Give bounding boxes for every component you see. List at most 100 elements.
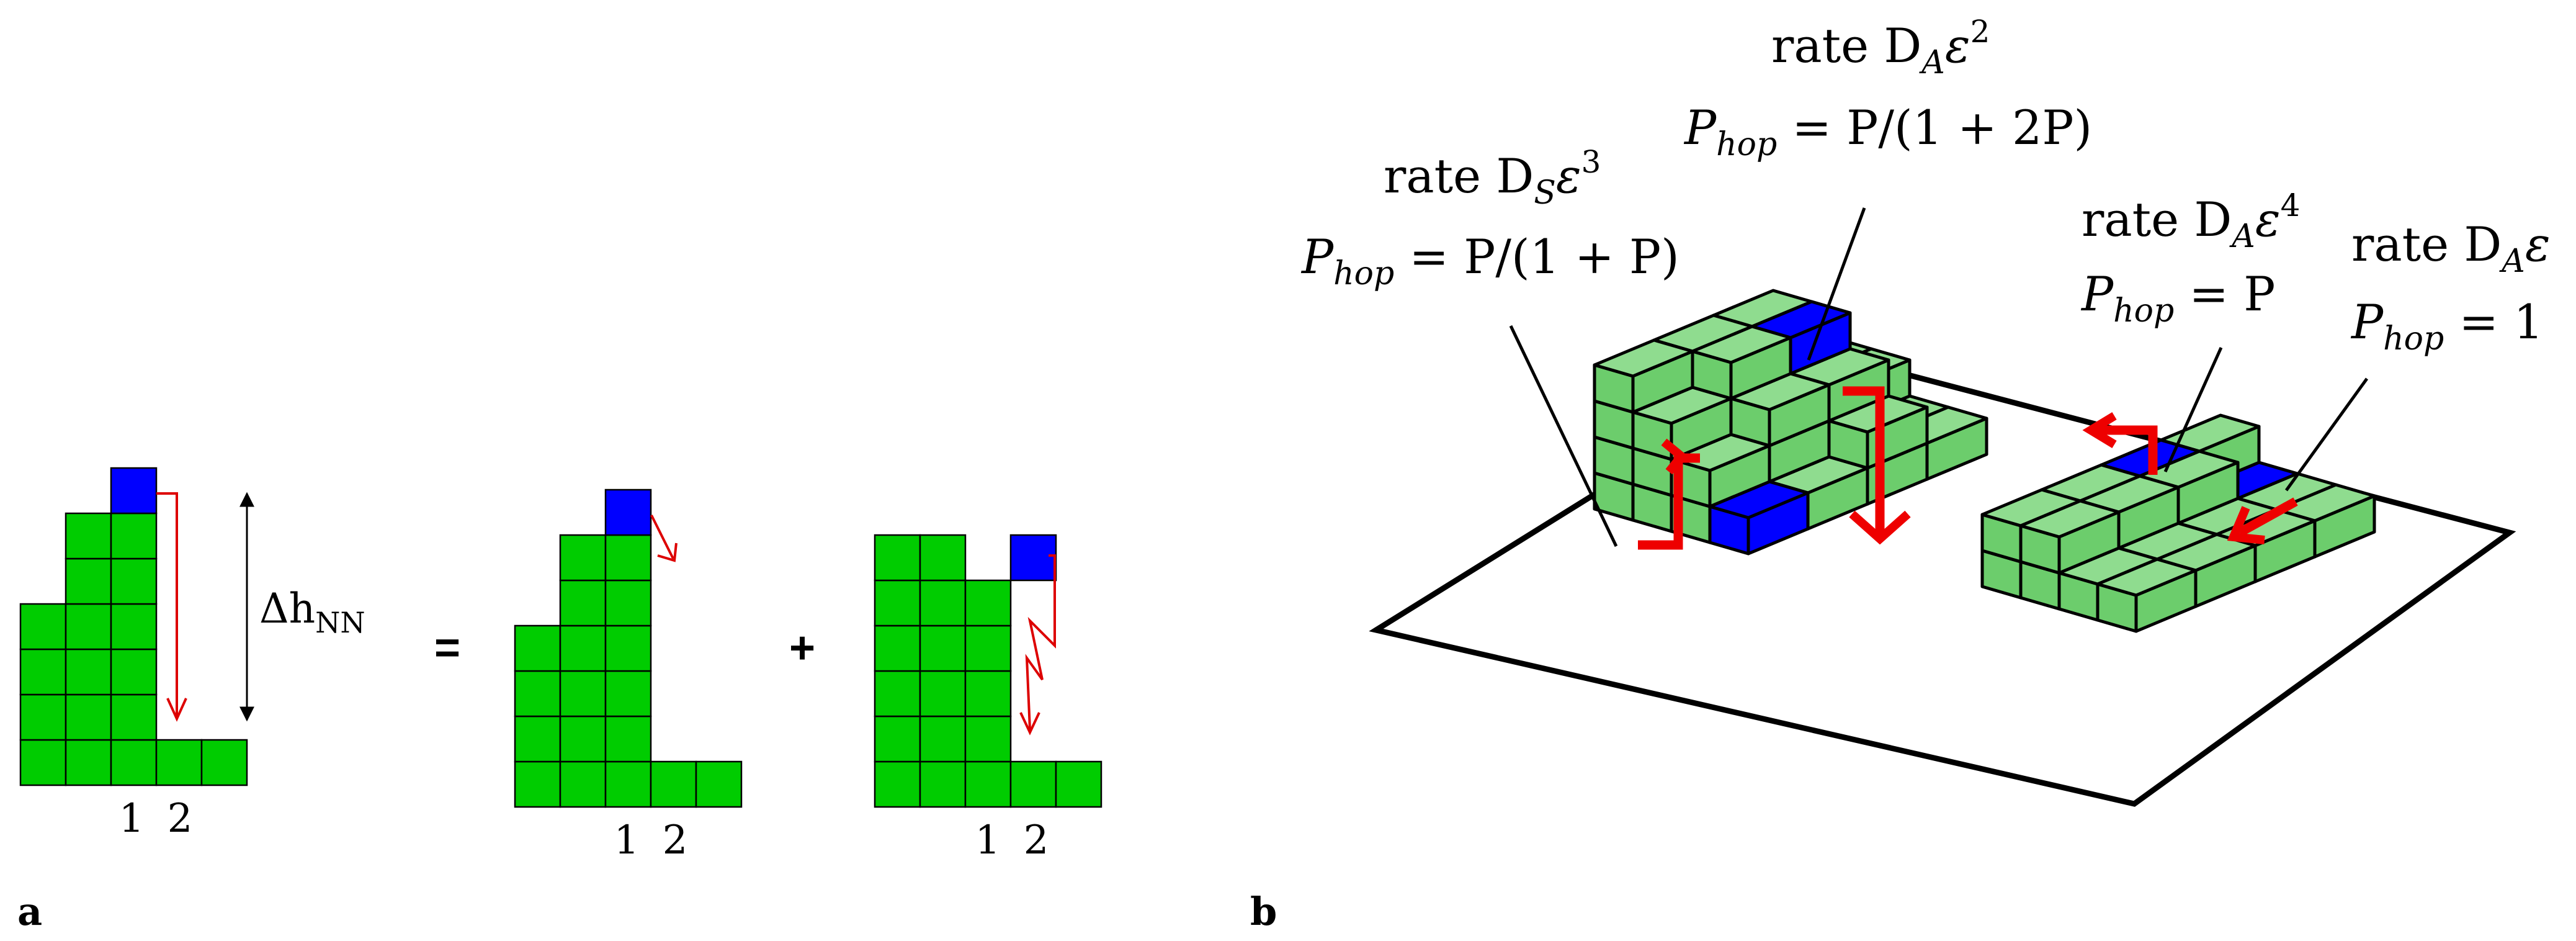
lattice-block [919, 760, 967, 808]
lattice-block [874, 715, 921, 763]
hop-arrow-down [156, 492, 178, 717]
lattice-block [964, 715, 1012, 763]
panel-a: ΔhNN = + 1 2 1 2 1 2 a [17, 467, 1102, 934]
lattice-block [110, 603, 158, 651]
block-top-face [1691, 325, 1792, 364]
lattice-block [65, 648, 112, 696]
lattice-block [919, 624, 967, 672]
lattice-block [874, 760, 921, 808]
rate-label-corner: rate DAε4 [2082, 187, 2300, 255]
height-difference-label: ΔhNN [259, 585, 365, 639]
hop-arrow-ascend-head [1661, 438, 1688, 475]
adatom-block [1009, 534, 1057, 582]
lattice-block [559, 670, 607, 718]
lattice-block [604, 715, 652, 763]
lattice-block [110, 739, 158, 786]
hop-arrow-short-head [657, 543, 678, 562]
rate-label-step-edge: rate DSε3 [1384, 144, 1601, 212]
lattice-block [604, 670, 652, 718]
lattice-block [559, 715, 607, 763]
rate-label-kink: rate DAε [2351, 217, 2551, 280]
lattice-block [604, 760, 652, 808]
lattice-block [19, 693, 67, 741]
lattice-block [19, 603, 67, 651]
phop-label-corner: Phop = P [2080, 266, 2275, 330]
lattice-block [964, 579, 1012, 627]
lattice-block [514, 670, 561, 718]
lattice-block [604, 579, 652, 627]
adatom-block [604, 489, 652, 536]
lattice-block [559, 534, 607, 582]
lattice-block [65, 739, 112, 786]
hop-arrow-ascend [1638, 453, 1700, 550]
column-label-2: 2 [1024, 817, 1049, 863]
lattice-block [65, 557, 112, 605]
lattice-block [604, 624, 652, 672]
lattice-block [650, 760, 697, 808]
lattice-block [19, 739, 67, 786]
lattice-block [964, 670, 1012, 718]
lattice-block [919, 579, 967, 627]
hop-arrow-kink-head [2227, 506, 2265, 544]
column-stack-initial [19, 467, 248, 786]
leader-line-step-edge [1509, 325, 1618, 547]
lattice-block [964, 624, 1012, 672]
lattice-block [110, 648, 158, 696]
column-stack-hop-direct [514, 489, 743, 808]
lattice-block [874, 670, 921, 718]
column-label-1: 1 [975, 817, 1001, 863]
lattice-block [19, 648, 67, 696]
lattice-block [874, 534, 921, 582]
panel-b: rate DSε3 Phop = P/(1 + P) rate DAε2 Pho… [1250, 14, 2551, 934]
lattice-block [559, 579, 607, 627]
leader-line-top-terrace [1807, 207, 1866, 361]
lattice-block [65, 693, 112, 741]
panel-label-b: b [1250, 889, 1277, 934]
lattice-block [919, 534, 967, 582]
lattice-block [919, 670, 967, 718]
lattice-block [110, 693, 158, 741]
lattice-block [514, 624, 561, 672]
rate-label-top-terrace: rate DAε2 [1771, 14, 1990, 81]
lattice-block [1009, 760, 1057, 808]
plus-sign: + [789, 623, 815, 673]
hop-arrow-zigzag [1025, 554, 1056, 730]
column-label-2: 2 [663, 817, 688, 863]
lattice-block [200, 739, 248, 786]
hop-arrow-descend [1843, 386, 1885, 534]
island-right [1980, 413, 2376, 633]
lattice-block [874, 624, 921, 672]
leader-line-corner [2163, 346, 2223, 473]
lattice-block [559, 760, 607, 808]
block-top-face [2019, 499, 2121, 539]
hop-arrow-corner-head [2082, 412, 2117, 448]
hop-arrow-short [650, 515, 674, 559]
lattice-block [110, 512, 158, 560]
phop-label-step-edge: Phop = P/(1 + P) [1300, 229, 1679, 292]
hop-arrow-down-head [166, 698, 187, 722]
hop-arrow-corner [2094, 425, 2158, 475]
panel-label-a: a [17, 889, 42, 934]
column-label-2: 2 [168, 796, 193, 842]
lattice-block [514, 715, 561, 763]
column-label-1: 1 [119, 796, 145, 842]
phop-label-top-terrace: Phop = P/(1 + 2P) [1683, 100, 2092, 163]
lattice-block [65, 603, 112, 651]
lattice-block [874, 579, 921, 627]
leader-line-kink [2284, 377, 2369, 492]
lattice-block [559, 624, 607, 672]
lattice-block [65, 512, 112, 560]
block-top-face [2096, 557, 2198, 597]
column-label-1: 1 [614, 817, 640, 863]
adatom-block [110, 467, 158, 515]
lattice-block [604, 534, 652, 582]
lattice-block [695, 760, 743, 808]
lattice-block [1055, 760, 1102, 808]
column-stack-hop-stepwise [874, 534, 1102, 808]
hop-arrow-kink [2237, 497, 2298, 537]
lattice-block [110, 557, 158, 605]
lattice-block [514, 760, 561, 808]
equals-sign: = [434, 623, 460, 673]
